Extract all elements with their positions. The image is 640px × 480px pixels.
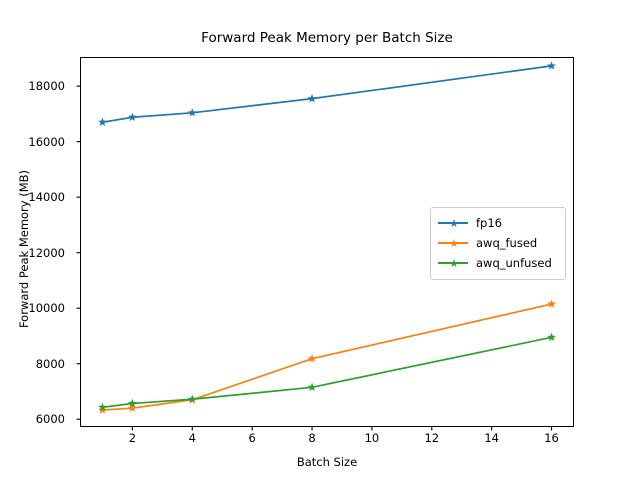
data-point-marker-awq_unfused (547, 332, 556, 342)
y-tick-label: 16000 (28, 134, 65, 149)
data-point-marker-awq_unfused (98, 402, 107, 412)
data-point-marker-fp16 (128, 112, 137, 121)
chart-title: Forward Peak Memory per Batch Size (201, 30, 453, 46)
y-tick-label: 14000 (28, 190, 65, 205)
data-point-marker-awq_unfused (128, 398, 137, 408)
star-marker-icon: ★ (449, 236, 459, 250)
x-tick-label: 16 (544, 431, 559, 445)
data-point-marker-awq_fused (98, 405, 107, 414)
x-tick-label: 2 (128, 431, 137, 445)
star-marker-icon: ★ (449, 216, 459, 230)
y-tick-label: 6000 (35, 412, 65, 427)
y-tick-label: 12000 (28, 245, 65, 260)
series-line-fp16 (102, 65, 552, 124)
y-tick-label: 8000 (35, 356, 65, 371)
data-point-marker-awq_fused (307, 354, 317, 363)
legend-item-fp16[interactable]: ★ fp16 (438, 213, 558, 233)
x-tick-label: 4 (188, 431, 196, 445)
legend-line-icon (438, 242, 468, 244)
data-point-marker-fp16 (98, 117, 107, 126)
x-tick-label: 14 (484, 431, 499, 445)
series-line-awq_unfused (102, 336, 552, 409)
legend-label-awq-unfused: awq_unfused (476, 256, 552, 270)
data-point-marker-fp16 (307, 94, 317, 103)
data-point-marker-fp16 (547, 61, 556, 70)
y-tick-label: 10000 (28, 301, 65, 316)
series-line-awq_fused (102, 303, 552, 411)
x-axis-label: Batch Size (296, 455, 358, 469)
x-tick-label: 10 (364, 431, 380, 445)
legend-line-icon (438, 262, 468, 264)
x-tick-label: 12 (424, 431, 440, 445)
x-tick-label: 6 (248, 431, 256, 445)
legend-swatch-fp16: ★ (438, 216, 468, 230)
legend-swatch-awq-unfused: ★ (438, 256, 468, 270)
chart-legend: ★ fp16 ★ awq_fused ★ awq_unfused (430, 207, 566, 280)
x-tick-label: 8 (308, 431, 316, 445)
legend-label-awq-fused: awq_fused (476, 236, 538, 250)
axis-ticks (76, 85, 553, 431)
data-series-group (98, 61, 556, 414)
star-marker-icon: ★ (449, 256, 459, 270)
legend-line-icon (438, 222, 468, 224)
legend-item-awq-fused[interactable]: ★ awq_fused (438, 233, 558, 253)
data-point-marker-awq_fused (128, 403, 137, 412)
legend-label-fp16: fp16 (476, 216, 502, 230)
y-axis-label: Forward Peak Memory (MB) (17, 169, 31, 329)
legend-swatch-awq-fused: ★ (438, 236, 468, 250)
y-tick-label: 18000 (28, 79, 65, 94)
data-point-marker-awq_unfused (307, 382, 317, 392)
data-point-marker-awq_fused (547, 299, 556, 308)
legend-item-awq-unfused[interactable]: ★ awq_unfused (438, 253, 558, 273)
data-point-marker-awq_unfused (187, 394, 197, 403)
data-point-marker-fp16 (187, 108, 197, 117)
